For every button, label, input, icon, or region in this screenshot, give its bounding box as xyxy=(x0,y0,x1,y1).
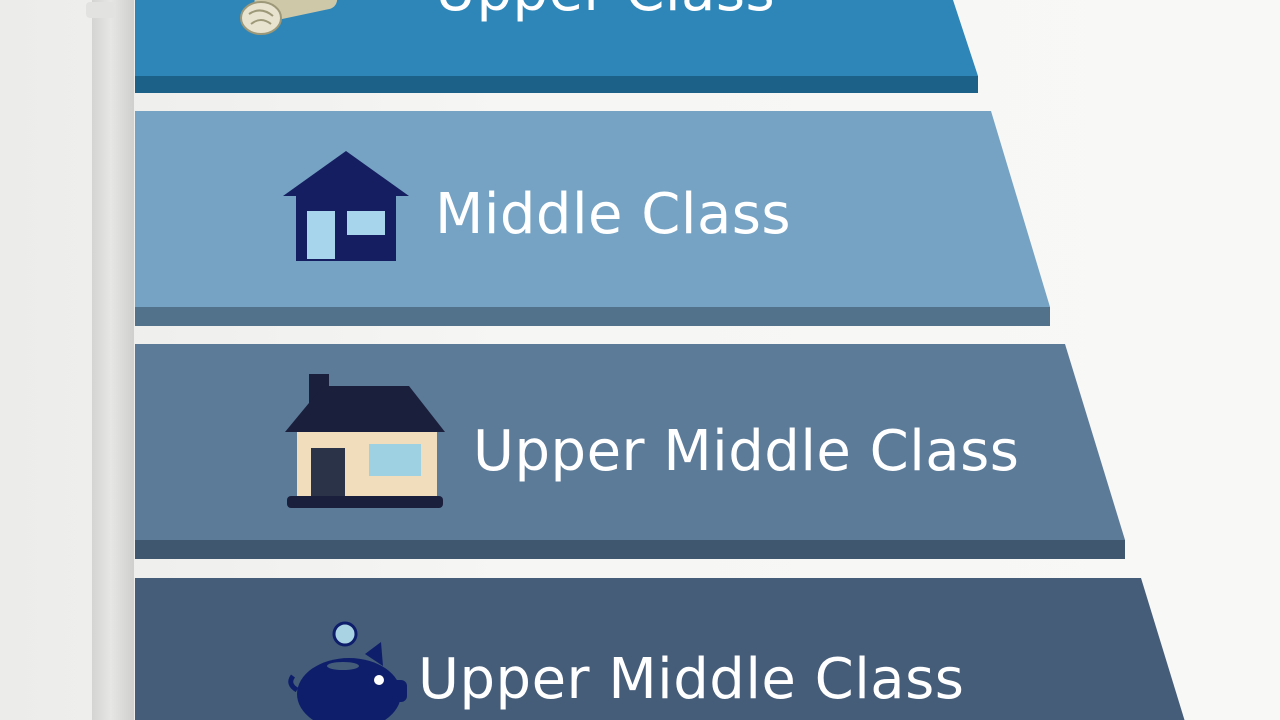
tier-upper-middle-class-2: Upper Middle Class xyxy=(135,578,1195,720)
tier-edge xyxy=(135,307,1050,326)
tier-upper-middle-class-1: Upper Middle Class xyxy=(135,344,1130,560)
tier-edge xyxy=(135,540,1125,559)
ladder-pole xyxy=(92,0,134,720)
piggy-bank-icon xyxy=(285,618,409,720)
tier-edge xyxy=(135,76,978,93)
tier-middle-class: Middle Class xyxy=(135,111,1055,327)
tier-label: Upper Middle Class xyxy=(473,419,1020,484)
tier-band xyxy=(135,0,978,93)
money-roll-icon xyxy=(235,0,345,44)
house-with-chimney-icon xyxy=(285,372,447,514)
tier-label: Upper Middle Class xyxy=(418,647,965,712)
tier-label: Middle Class xyxy=(435,182,792,247)
tier-face xyxy=(135,0,978,76)
tier-upper-class: Upper Class xyxy=(135,0,985,94)
house-icon xyxy=(281,151,411,267)
ladder-pole-cap xyxy=(86,2,116,18)
tier-label: Upper Class xyxy=(435,0,775,20)
